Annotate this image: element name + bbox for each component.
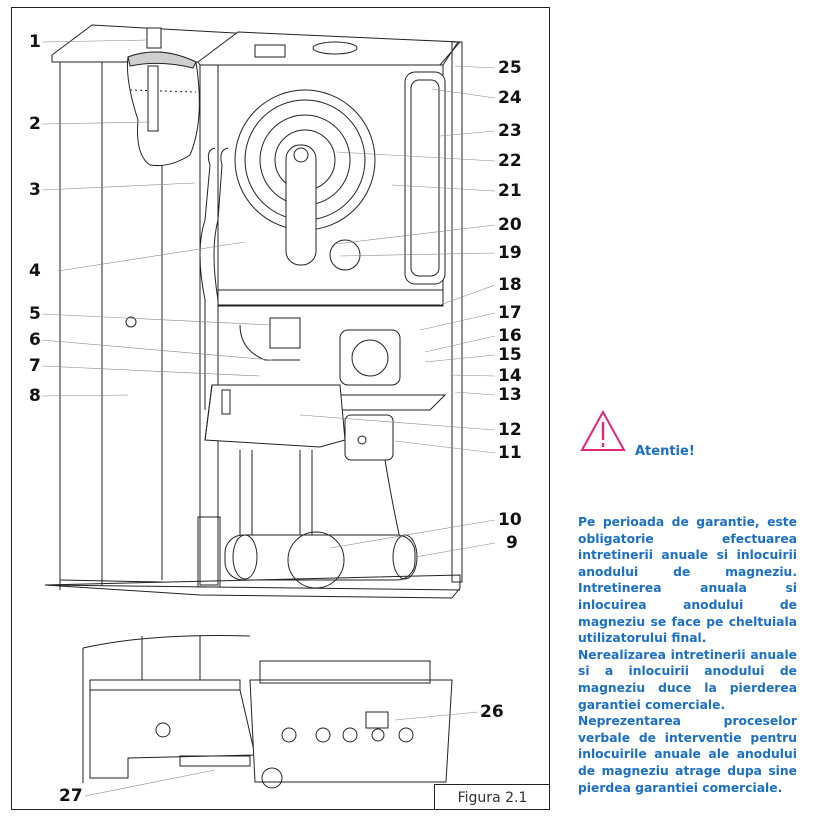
control-box [204, 384, 346, 448]
callout-23: 23 [498, 121, 522, 141]
callout-18: 18 [498, 275, 522, 295]
circulation-pump [344, 414, 394, 461]
callout-10: 10 [498, 510, 522, 530]
warning-body: Pe perioada de garantie, este obligatori… [578, 514, 797, 796]
callout-8: 8 [29, 386, 41, 406]
figure-caption: Figura 2.1 [434, 784, 550, 810]
callout-26: 26 [480, 702, 504, 722]
callout-24: 24 [498, 88, 522, 108]
callout-16: 16 [498, 326, 522, 346]
expansion-vessel [126, 27, 200, 166]
callout-25: 25 [498, 58, 522, 78]
callout-15: 15 [498, 345, 522, 365]
bottom-view [82, 635, 453, 789]
callout-6: 6 [29, 330, 41, 350]
warning-note: Atentie! Pe perioada de garantie, este o… [578, 410, 797, 796]
callout-13: 13 [498, 385, 522, 405]
callout-14: 14 [498, 366, 522, 386]
callout-9: 9 [506, 533, 518, 553]
callout-21: 21 [498, 181, 522, 201]
callout-27: 27 [59, 786, 83, 806]
base-plate [44, 574, 461, 599]
warning-paragraph: Pe perioada de garantie, este obligatori… [578, 515, 797, 646]
warning-paragraph: Neprezentarea proceselor verbale de inte… [578, 714, 797, 795]
callout-7: 7 [29, 356, 41, 376]
callout-19: 19 [498, 243, 522, 263]
callout-5: 5 [29, 304, 41, 324]
callout-4: 4 [29, 261, 41, 281]
figure-frame [11, 7, 550, 810]
callout-2: 2 [29, 114, 41, 134]
heat-exchanger [234, 89, 376, 271]
callout-22: 22 [498, 151, 522, 171]
warning-header: Atentie! [578, 410, 797, 470]
callout-17: 17 [498, 303, 522, 323]
callout-12: 12 [498, 420, 522, 440]
warning-triangle-icon [580, 410, 626, 451]
horizontal-tank [197, 516, 418, 589]
leader-lines [41, 39, 496, 797]
callout-20: 20 [498, 215, 522, 235]
warning-paragraph: Nerealizarea intretinerii anuale si a in… [578, 647, 797, 712]
callout-1: 1 [29, 32, 41, 52]
flat-expansion-tank [404, 71, 446, 285]
callout-11: 11 [498, 443, 522, 463]
warning-title: Atentie! [635, 444, 695, 459]
callout-3: 3 [29, 180, 41, 200]
top-plate [51, 24, 462, 66]
